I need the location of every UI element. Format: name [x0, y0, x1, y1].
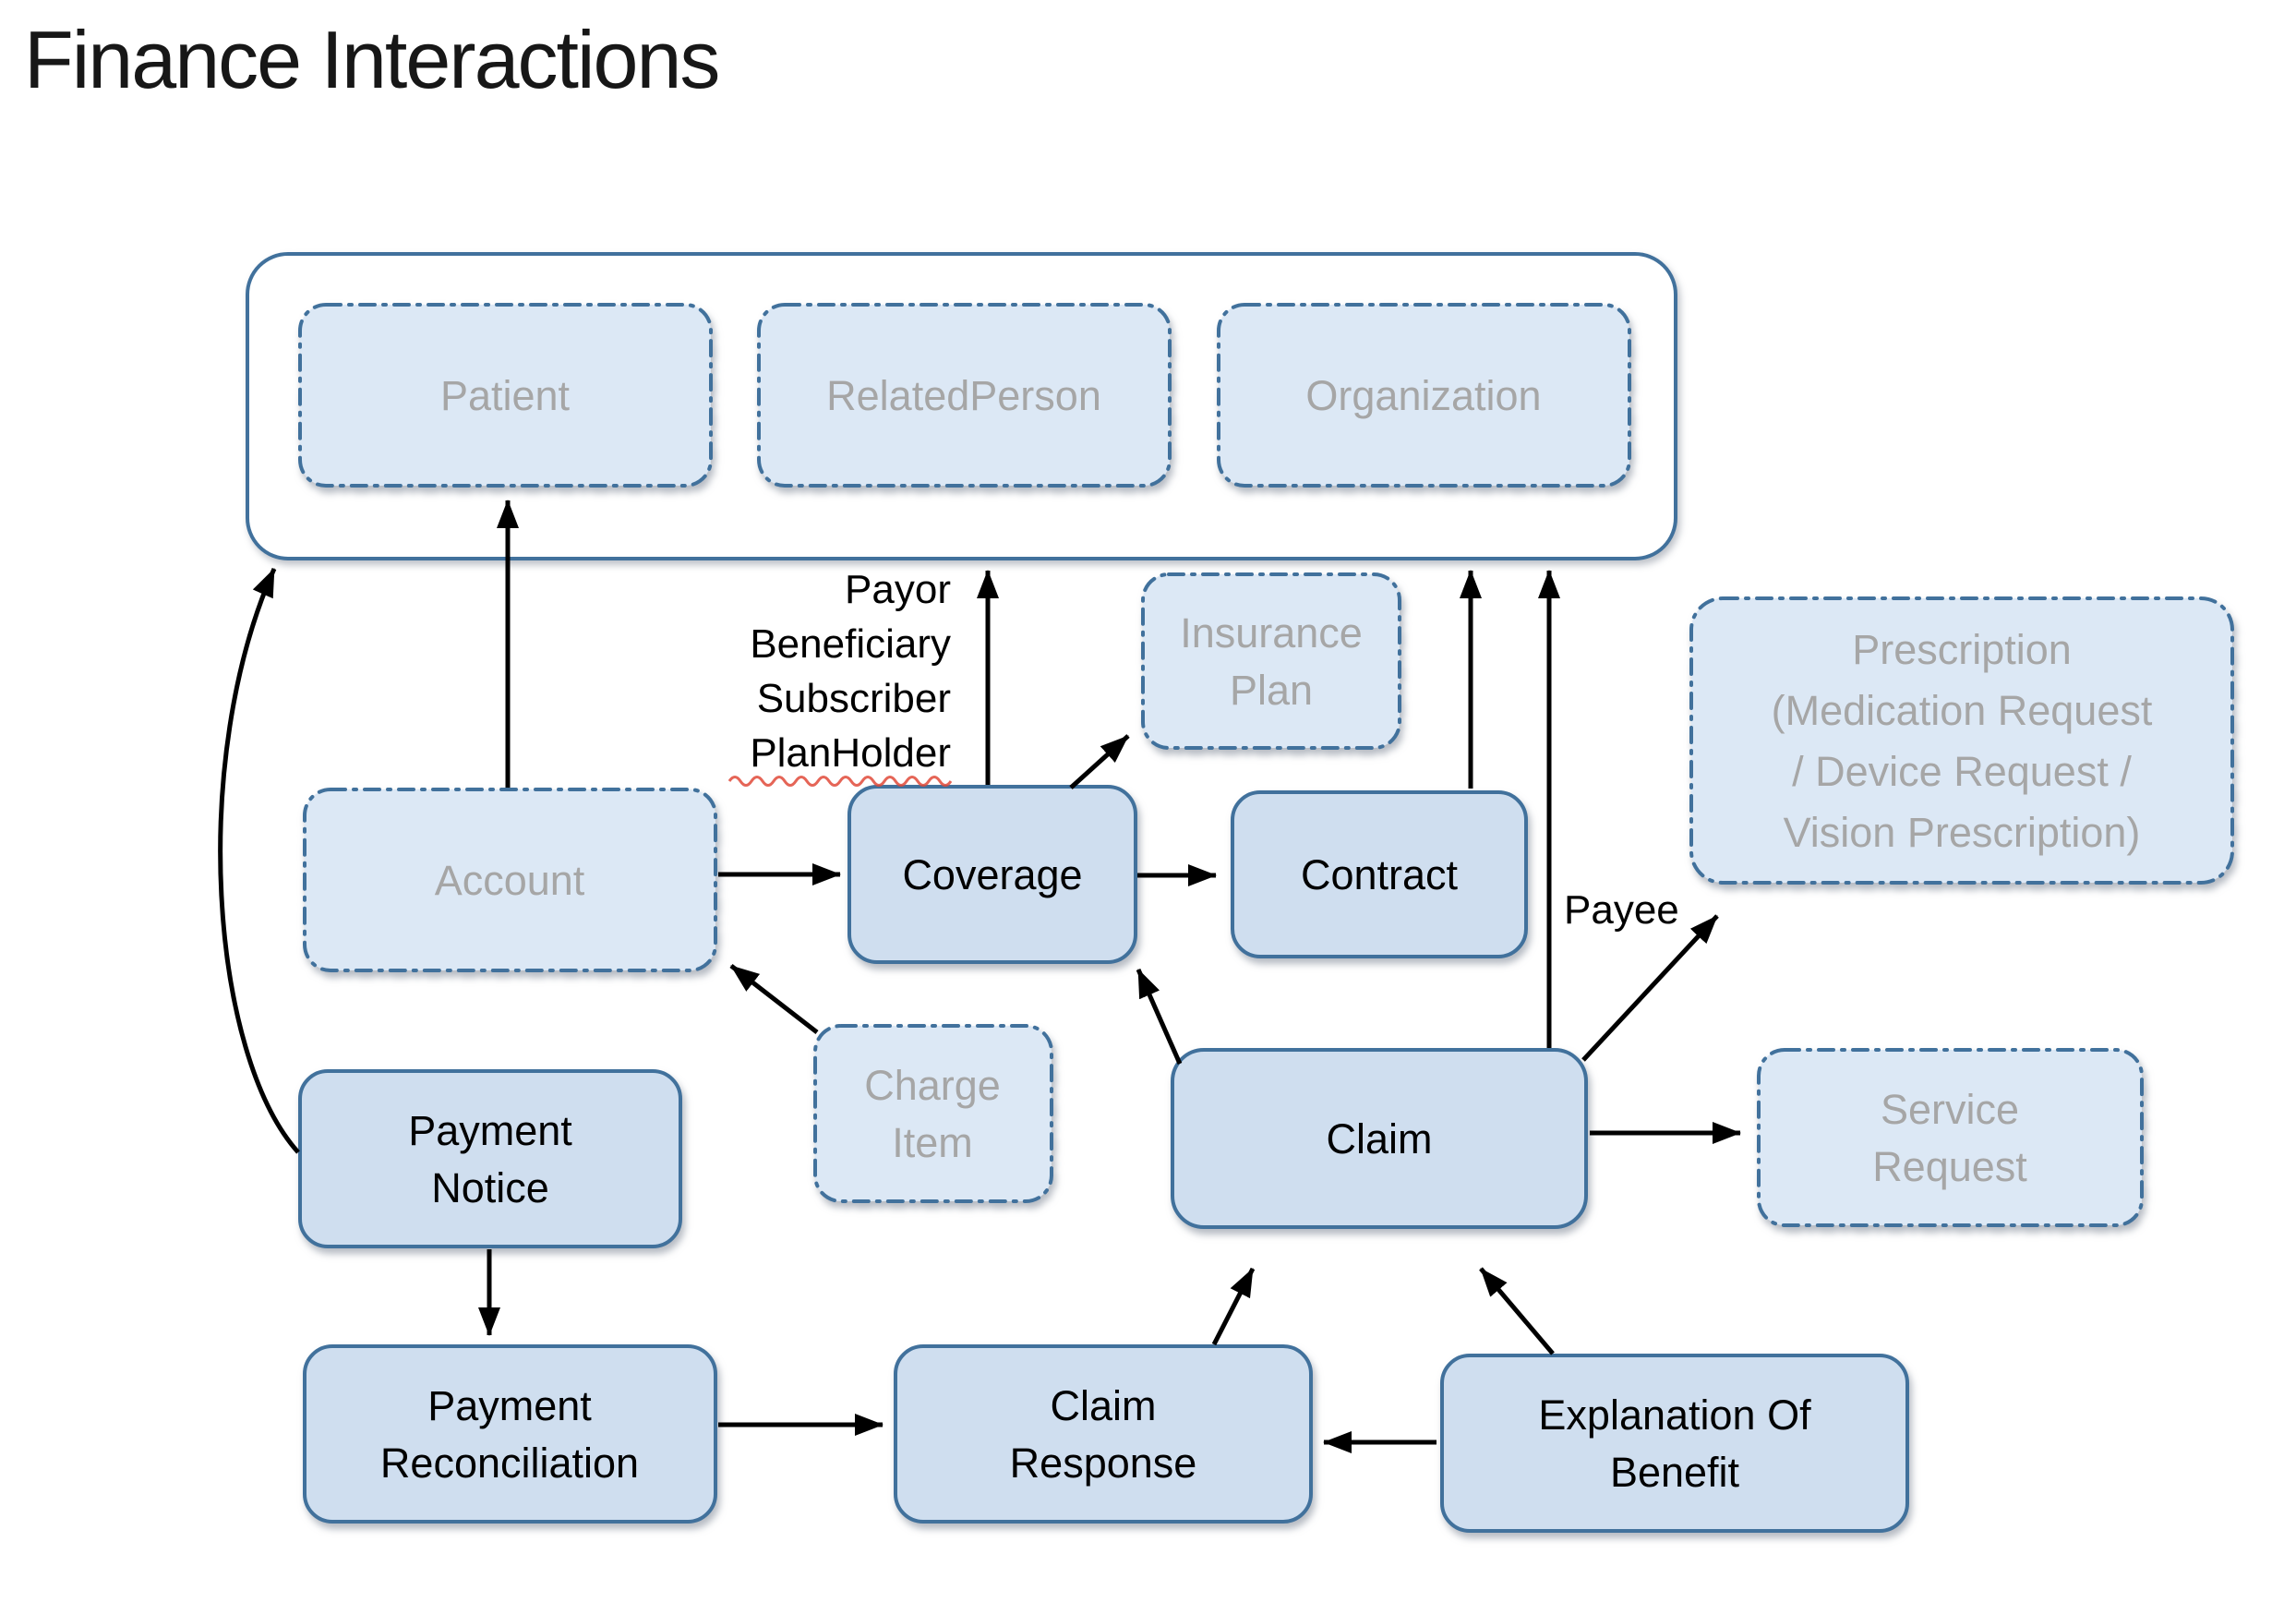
role-payor: Payor [845, 567, 951, 612]
arrow-claim-to-coverage [1136, 968, 1183, 1066]
insurance-plan-label: Insurance [1180, 609, 1363, 656]
insurance-plan-label: Plan [1230, 667, 1313, 714]
coverage-node [847, 785, 1137, 964]
prescription-label: / Device Request / [1792, 748, 2132, 795]
payment-reconciliation-label: Payment [427, 1382, 592, 1429]
payment-reconciliation-label: Reconciliation [380, 1439, 639, 1487]
arrows [218, 500, 1741, 1453]
service-request-label: Request [1872, 1143, 2027, 1190]
arrow-coverage-to-insurance-plan [1069, 734, 1130, 789]
payment-reconciliation-node [303, 1344, 717, 1524]
arrow-claim-to-prescription-payee [1581, 914, 1719, 1062]
payee-label: Payee [1564, 887, 1679, 933]
organization-node [1217, 303, 1631, 488]
claim-response-label: Claim [1050, 1382, 1156, 1429]
organization-label: Organization [1305, 372, 1541, 419]
arrow-payment-notice-to-actors-curved [218, 567, 300, 1154]
patient-label: Patient [440, 372, 571, 419]
claim-response-node [894, 1344, 1313, 1524]
explanation-of-benefit-label: Benefit [1610, 1449, 1740, 1496]
charge-item-label: Item [892, 1119, 973, 1166]
payment-notice-node [298, 1069, 682, 1248]
prescription-label: Vision Prescription) [1784, 809, 2141, 856]
account-node [303, 788, 717, 972]
role-planholder: PlanHolder [750, 730, 951, 776]
payment-notice-label: Notice [431, 1164, 549, 1211]
explanation-of-benefit-node [1440, 1354, 1909, 1533]
arrow-explanation-of-benefit-to-claim [1479, 1267, 1555, 1355]
related-person-label: RelatedPerson [826, 372, 1101, 419]
role-beneficiary: Beneficiary [750, 621, 951, 667]
role-subscriber: Subscriber [757, 676, 951, 721]
claim-node [1171, 1048, 1588, 1229]
service-request-label: Service [1881, 1086, 2019, 1133]
patient-node [298, 303, 713, 488]
charge-item-node [813, 1024, 1053, 1203]
coverage-roles-label: Payor Beneficiary Subscriber PlanHolder [727, 567, 953, 787]
account-label: Account [435, 857, 585, 904]
prescription-label: (Medication Request [1772, 687, 2153, 734]
claim-label: Claim [1326, 1115, 1432, 1162]
prescription-node [1689, 596, 2234, 885]
spellcheck-underline [727, 776, 953, 787]
insurance-plan-node [1141, 572, 1401, 750]
claim-response-label: Response [1010, 1439, 1197, 1487]
charge-item-label: Charge [864, 1062, 1001, 1109]
prescription-label: Prescription [1852, 626, 2072, 673]
coverage-label: Coverage [902, 851, 1082, 898]
related-person-node [757, 303, 1172, 488]
arrow-charge-item-to-account [729, 964, 819, 1034]
service-request-node [1757, 1048, 2144, 1227]
arrow-claim-response-to-claim [1211, 1267, 1256, 1346]
explanation-of-benefit-label: Explanation Of [1538, 1391, 1811, 1439]
contract-node [1231, 790, 1528, 958]
payment-notice-label: Payment [408, 1107, 572, 1154]
page-title: Finance Interactions [24, 14, 718, 105]
contract-label: Contract [1301, 851, 1459, 898]
